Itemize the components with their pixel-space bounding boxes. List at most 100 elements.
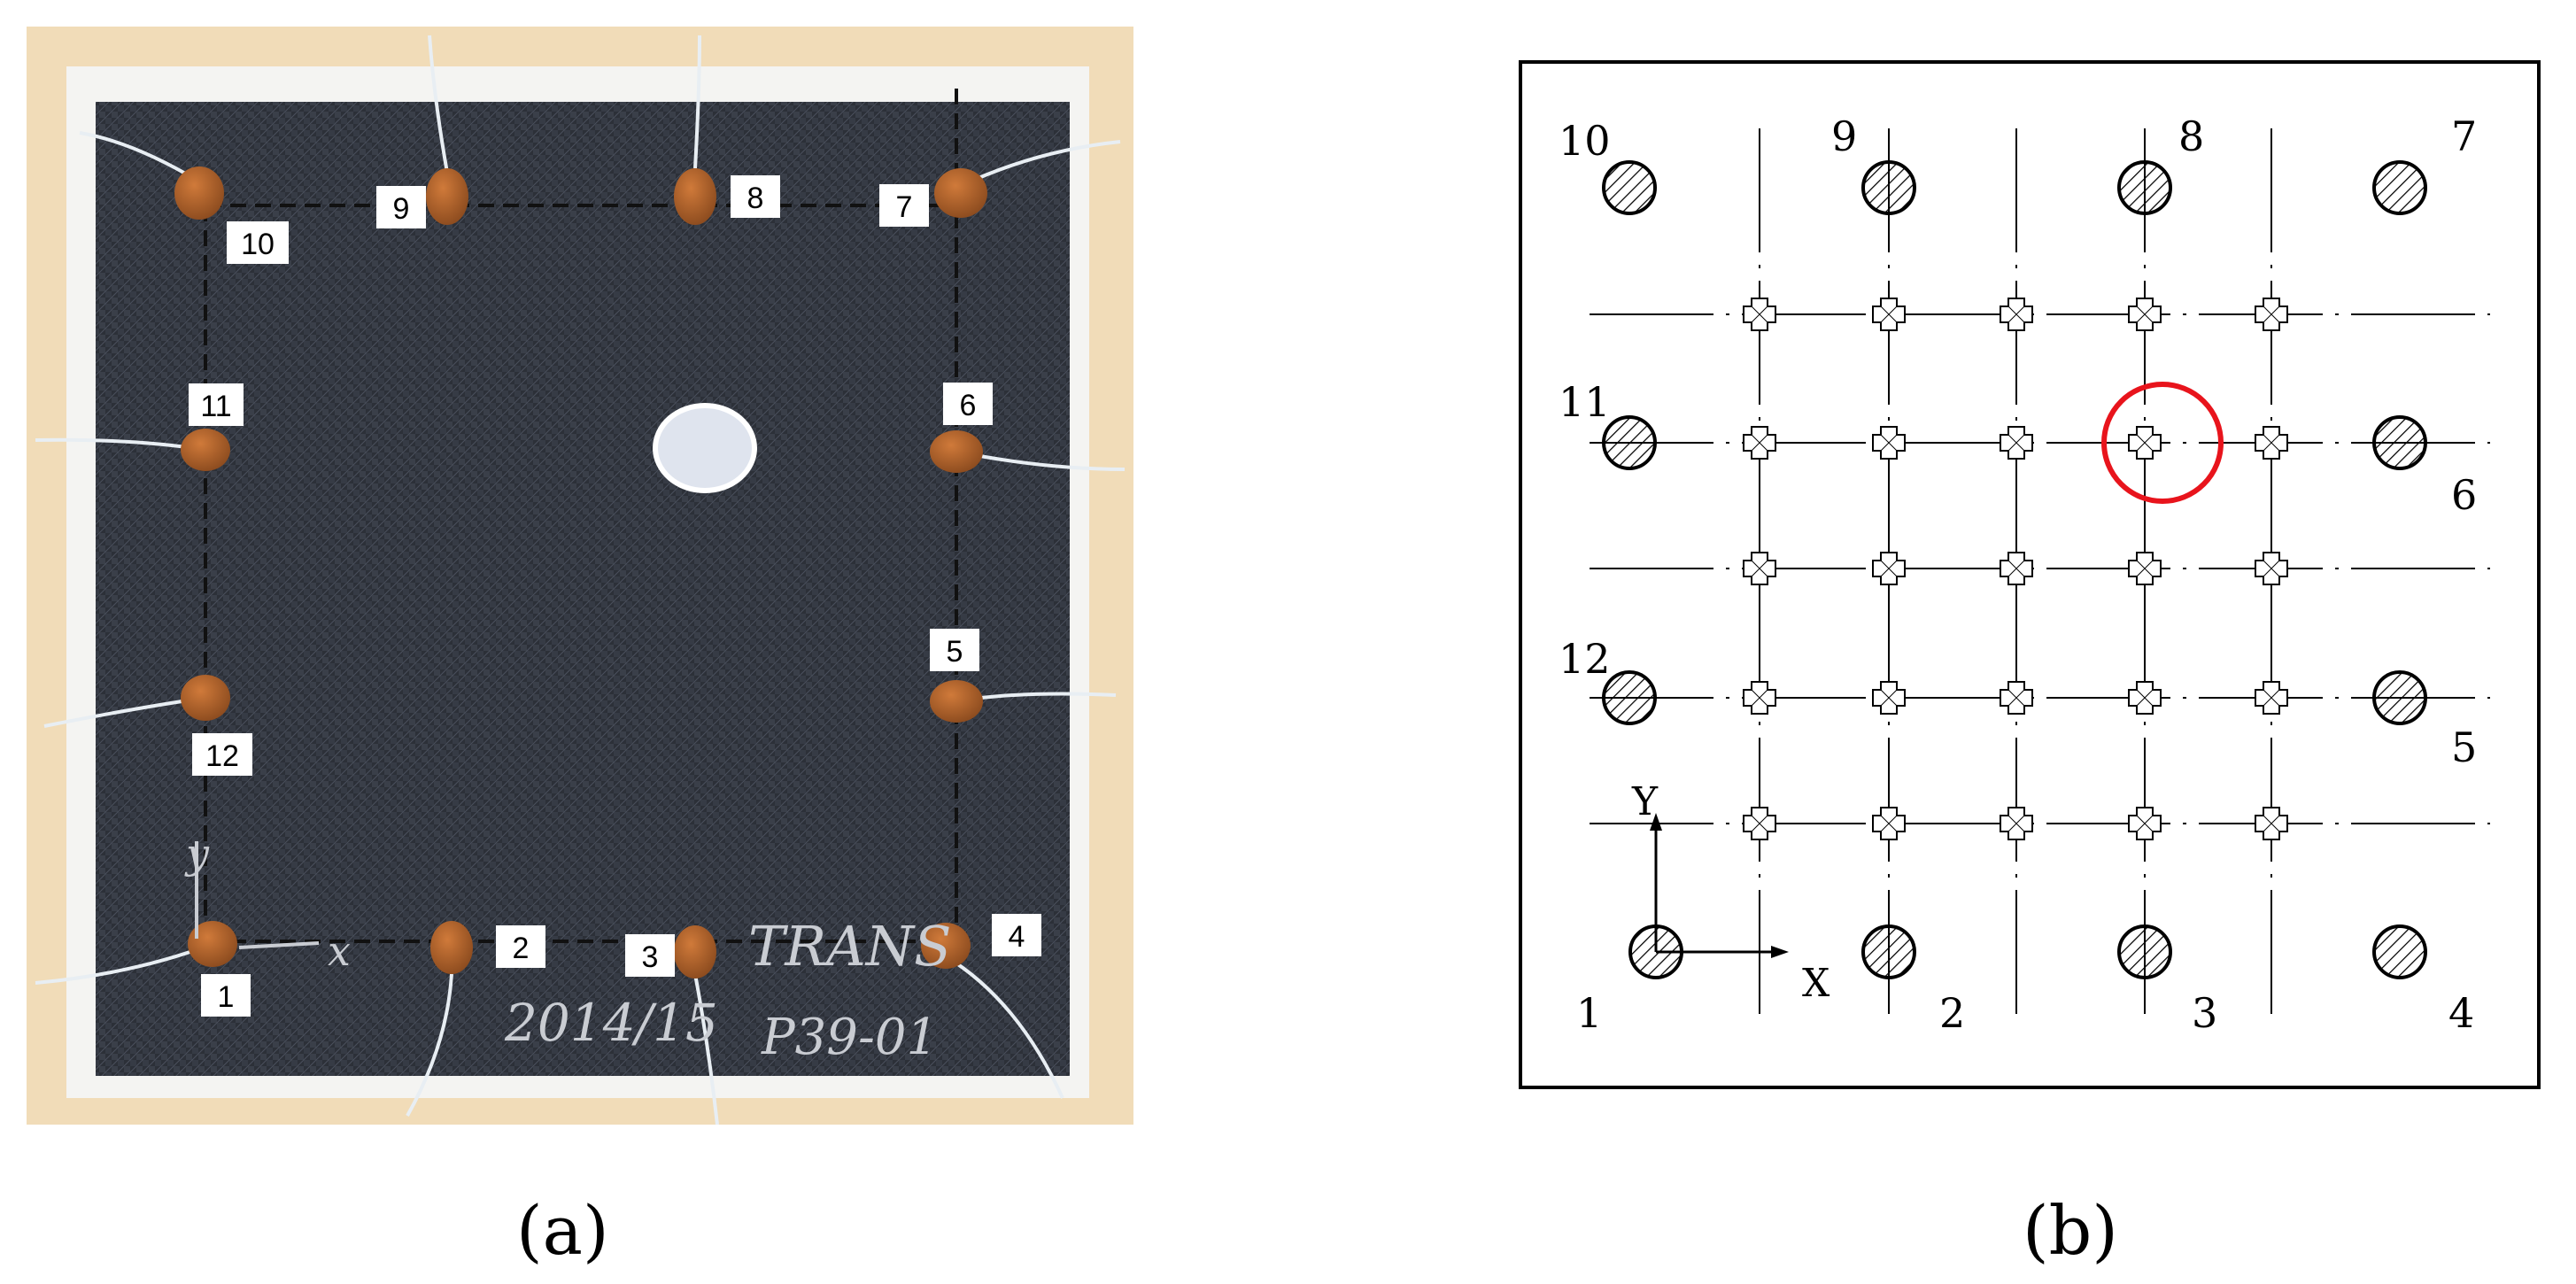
cross-marker-diagonal	[2263, 689, 2280, 707]
sensor-circle-4	[2372, 924, 2427, 979]
cross-marker-diagonal	[1751, 560, 1768, 577]
handwriting-date: 2014/15	[504, 993, 718, 1053]
sensor-tag-10: 10	[227, 221, 289, 264]
sensor-circle-10	[1602, 160, 1657, 215]
circle-label-8: 8	[2178, 112, 2204, 160]
coordinate-axes	[1650, 813, 1789, 958]
circle-label-7: 7	[2451, 112, 2477, 160]
svg-text:4: 4	[1009, 920, 1025, 954]
circle-label-11: 11	[1559, 378, 1611, 426]
sensor-circle-8	[2117, 160, 2172, 215]
caption-b: (b)	[2023, 1191, 2118, 1270]
sensor-circle-5	[2372, 670, 2427, 725]
cross-marker-diagonal	[1880, 689, 1898, 707]
svg-text:11: 11	[200, 390, 231, 423]
circle-label-4: 4	[2448, 989, 2474, 1037]
dashed-lines	[204, 89, 958, 943]
svg-text:1: 1	[218, 980, 235, 1014]
cross-marker-diagonal	[2136, 560, 2154, 577]
cross-markers	[1743, 298, 2288, 840]
cross-marker-diagonal	[2136, 815, 2154, 832]
cross-marker-diagonal	[1880, 434, 1898, 452]
circle-label-10: 10	[1559, 117, 1611, 165]
circle-label-1: 1	[1576, 989, 1602, 1037]
circle-label-3: 3	[2192, 989, 2217, 1037]
circle-label-2: 2	[1939, 989, 1965, 1037]
sensor-6	[930, 430, 983, 473]
cross-marker-diagonal	[2136, 434, 2154, 452]
svg-text:7: 7	[896, 190, 913, 224]
cross-marker-diagonal	[1880, 815, 1898, 832]
sensor-tag-1: 1	[201, 974, 251, 1017]
cross-marker-diagonal	[2007, 815, 2025, 832]
sensors	[174, 166, 987, 978]
handwriting-trans: TRANS	[748, 914, 952, 978]
svg-text:6: 6	[960, 389, 977, 422]
svg-text:3: 3	[642, 940, 659, 974]
cross-marker-diagonal	[2007, 434, 2025, 452]
sensor-tag-7: 7	[879, 184, 929, 227]
sensor-tag-11: 11	[189, 383, 244, 426]
cross-marker-diagonal	[1751, 306, 1768, 323]
circle-label-6: 6	[2451, 471, 2477, 519]
sensor-tag-12: 12	[192, 733, 252, 776]
sensor-4	[921, 923, 971, 969]
cross-marker-diagonal	[2263, 815, 2280, 832]
cross-marker-diagonal	[1880, 560, 1898, 577]
highlight-circle	[2101, 382, 2224, 504]
handwriting-id: P39-01	[761, 1009, 938, 1066]
photo-panel-a: 1 2 3 4 5 6 7 8 9 10 11 12 TRANS 2014/15…	[27, 27, 1133, 1125]
sensor-5	[930, 680, 983, 723]
sensor-circle-7	[2372, 160, 2427, 215]
circle-label-12: 12	[1559, 635, 1611, 683]
cross-marker-diagonal	[2263, 434, 2280, 452]
svg-text:5: 5	[947, 635, 963, 669]
sensor-1	[188, 921, 237, 967]
sensor-circle-11	[1602, 415, 1657, 470]
sensor-8	[674, 168, 716, 225]
circle-label-5: 5	[2451, 723, 2477, 771]
sensor-circles	[1602, 160, 2427, 979]
sensor-2	[430, 921, 473, 974]
sensor-circle-2	[1861, 924, 1916, 979]
cross-marker-diagonal	[2136, 306, 2154, 323]
svg-text:8: 8	[747, 182, 764, 215]
caption-a: (a)	[516, 1191, 609, 1270]
svg-text:9: 9	[393, 192, 410, 226]
impact-spot	[653, 403, 757, 493]
sensor-11	[181, 429, 230, 471]
cross-marker-diagonal	[2007, 560, 2025, 577]
sensor-circle-6	[2372, 415, 2427, 470]
sensor-tag-9: 9	[376, 186, 426, 228]
sensor-circle-3	[2117, 924, 2172, 979]
cross-marker-diagonal	[1751, 434, 1768, 452]
sensor-tag-4: 4	[992, 914, 1041, 956]
circle-label-9: 9	[1831, 112, 1857, 160]
svg-text:2: 2	[513, 932, 530, 965]
carbon-plate	[96, 102, 1070, 1076]
sensor-3	[674, 925, 716, 978]
sensor-tag-8: 8	[731, 175, 780, 218]
sensor-circle-12	[1602, 670, 1657, 725]
sensor-12	[181, 675, 230, 721]
axis-y-label: Y	[1631, 779, 1659, 824]
sensor-7	[934, 168, 987, 218]
sensor-9	[426, 168, 468, 225]
handwritten-axes	[195, 841, 320, 949]
cross-marker-diagonal	[2263, 560, 2280, 577]
cross-marker-diagonal	[2007, 306, 2025, 323]
handwriting-axis-x: x	[328, 927, 351, 975]
axis-x-label: X	[1802, 961, 1830, 1006]
cross-marker-diagonal	[1751, 689, 1768, 707]
sensor-circle-9	[1861, 160, 1916, 215]
cross-marker-diagonal	[1880, 306, 1898, 323]
sensor-tag-2: 2	[496, 925, 545, 968]
sensor-tag-5: 5	[930, 629, 979, 671]
cross-marker-diagonal	[1751, 815, 1768, 832]
sensor-10	[174, 166, 224, 220]
handwriting: TRANS 2014/15 P39-01 x y	[184, 830, 952, 1066]
cross-marker-diagonal	[2263, 306, 2280, 323]
sensor-tag-6: 6	[943, 383, 993, 425]
